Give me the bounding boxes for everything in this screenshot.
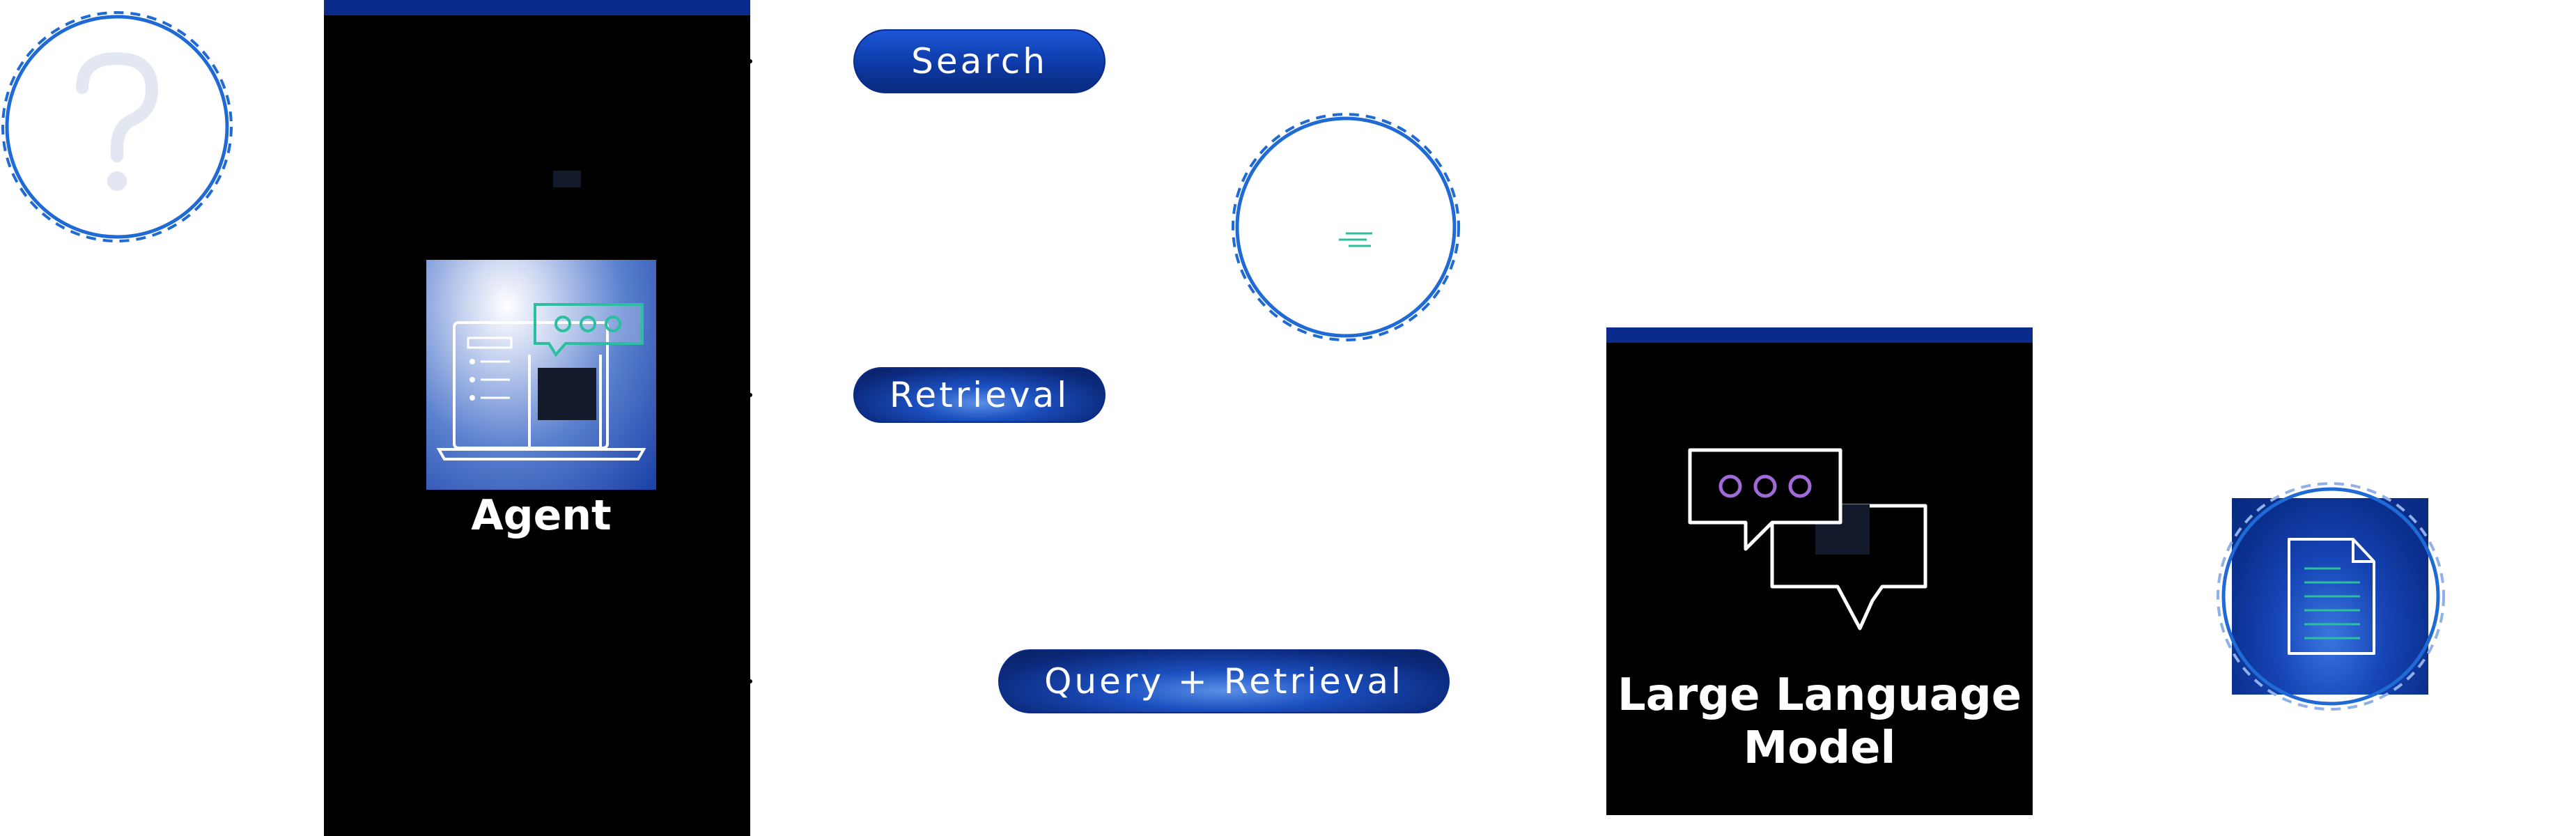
- chat-bubbles-icon: [1688, 448, 1927, 630]
- search-result-node: [1232, 113, 1460, 341]
- llm-panel: [1606, 327, 2033, 815]
- document-icon: [2288, 538, 2375, 655]
- question-mark-icon: [76, 52, 159, 162]
- retrieval-pill: Retrieval: [853, 367, 1105, 423]
- search-lines-icon: [1339, 232, 1372, 247]
- laptop-chat-icon: [436, 303, 646, 460]
- agent-icon-box: [426, 260, 656, 490]
- agent-label: Agent: [471, 491, 612, 540]
- agent-panel-topbar: [324, 0, 750, 15]
- llm-label-line-2: Model: [1743, 722, 1896, 774]
- search-pill: Search: [853, 29, 1105, 93]
- document-node: [2217, 482, 2445, 711]
- llm-label: Large Language Model: [1606, 669, 2033, 780]
- question-node: [1, 11, 233, 242]
- llm-panel-topbar: [1606, 327, 2033, 343]
- small-dark-marker: [553, 171, 581, 187]
- query-retrieval-pill: Query + Retrieval: [998, 649, 1450, 713]
- llm-label-line-1: Large Language: [1617, 669, 2022, 721]
